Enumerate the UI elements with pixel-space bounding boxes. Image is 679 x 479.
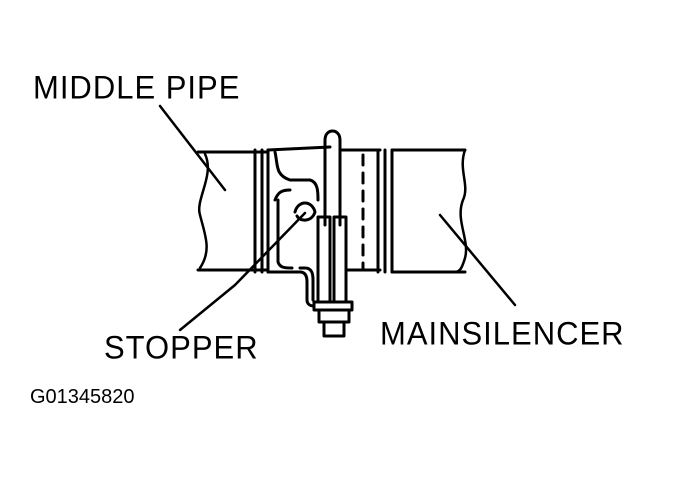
leader-stopper bbox=[178, 211, 307, 332]
clamp-bolt bbox=[312, 129, 354, 338]
figure-code: G01345820 bbox=[30, 386, 135, 408]
leader-main-silencer bbox=[438, 213, 517, 307]
label-stopper: STOPPER bbox=[104, 329, 259, 366]
leader-middle-pipe bbox=[158, 104, 227, 192]
stopper-bump bbox=[293, 201, 317, 222]
main-silencer bbox=[338, 148, 468, 274]
label-middle-pipe: MIDDLE PIPE bbox=[33, 69, 241, 106]
label-main-silencer: MAINSILENCER bbox=[380, 315, 625, 352]
clamp-band bbox=[266, 145, 332, 308]
